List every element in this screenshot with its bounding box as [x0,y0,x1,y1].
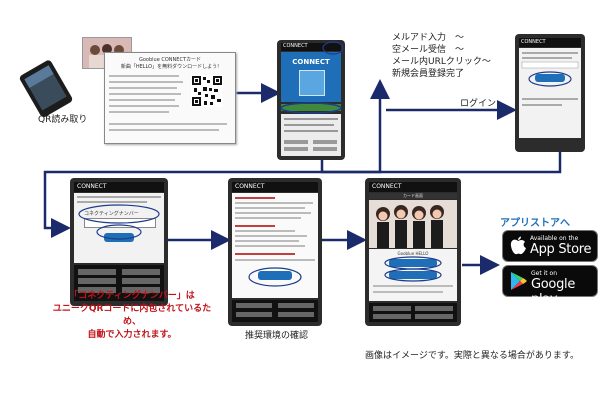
mail-line-3: メール内URLクリック〜 [392,57,491,67]
app-download-button[interactable] [389,271,437,279]
login-label: ログイン [460,99,497,109]
connect-card: Gooblue CONNECTカード 新曲「HELLO」を無料ダウンロードしよう… [104,52,236,144]
arrow-login-row2 [43,150,562,238]
phone-environment-check: CONNECT [228,178,322,326]
phone-connecting-number: CONNECT コネクティングナンバー [70,178,168,306]
mail-line-2: 空メール受信 〜 [392,45,465,55]
mail-line-1: メルアド入力 〜 [392,33,465,43]
appstore-heading: アプリストアへ [500,218,570,229]
connect-banner: CONNECT [281,52,341,102]
disclaimer-text: 画像はイメージです。実際と異なる場合があります。 [365,351,580,361]
environment-label: 推奨環境の確認 [245,331,309,341]
download-bar [281,104,341,111]
phone-header: CONNECT [281,43,341,51]
mail-line-4: 新規会員登録完了 [392,69,465,79]
card-text-lines [109,75,227,131]
connecting-number-field-label: コネクティングナンバー [84,211,139,217]
app-store-big-text: App Store [530,242,592,257]
phone-connect-landing: CONNECT CONNECT [277,40,345,160]
scanning-phone-image [15,57,75,117]
qr-code-icon [191,75,223,107]
app-store-badge[interactable]: Available on the App Store [502,230,598,262]
card-screen-title: カード画面 [369,193,457,199]
google-play-icon [511,272,527,290]
group-photo [369,200,457,248]
phone-card-screen: CONNECT カード画面 Gooblue HELLO [365,178,461,326]
card-banner-text: Gooblue HELLO [397,251,429,256]
card-subtitle: 新曲「HELLO」を無料ダウンロードしよう! [120,64,220,70]
apple-icon [510,236,526,255]
google-play-small-text: Get it on [531,270,558,277]
app-store-small-text: Available on the [530,235,579,242]
card-title: Gooblue CONNECTカード [138,57,201,63]
connecting-number-note: 「コネクティングナンバー」は ユニークQRコードに内包されているため、 自動で入… [52,291,212,340]
google-play-big-text: Google play [531,277,576,307]
submit-button[interactable] [104,233,134,242]
phone-login: CONNECT [515,34,585,152]
zoom-circle [322,41,344,55]
download-button[interactable] [389,259,437,267]
google-play-badge[interactable]: Get it on Google play [502,265,598,307]
phone-content [281,114,341,156]
highlight-ellipse [280,102,342,114]
login-screen [519,48,581,138]
qr-label: QR読み取り [38,115,88,125]
